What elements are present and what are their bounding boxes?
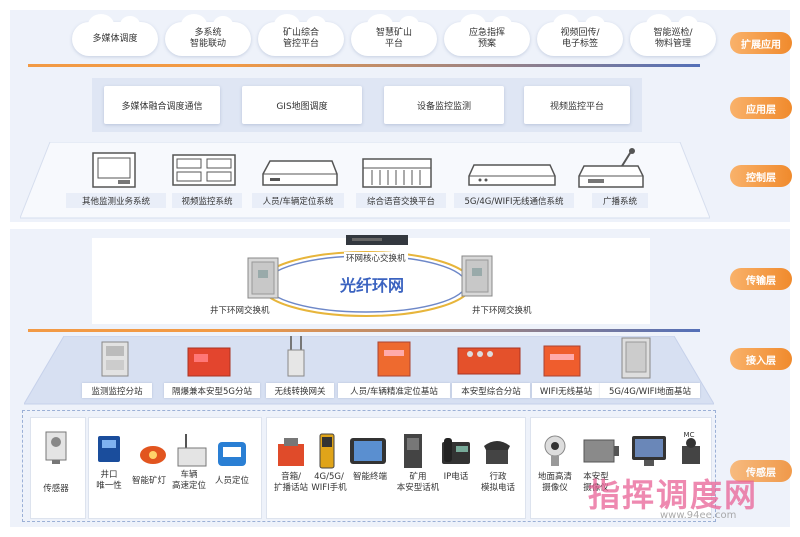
comm-label-2: 智能终端 [352,472,387,482]
personnel-locator-icon [218,442,246,466]
integrated-substation-icon [457,347,521,375]
wireless-gateway-icon [287,336,305,377]
broadcast-system-icon [578,148,644,188]
layer-label-control: 控制层 [730,165,792,187]
ext-item-4: 应急指挥 预案 [444,14,530,56]
ctrl-label-1: 视频监控系统 [172,193,242,208]
intrinsic-camera-icon [583,439,619,463]
hd-camera-icon [544,435,566,466]
camera-label-1: 本安型 摄像仪 [583,472,609,493]
ctrl-label-3: 综合语音交换平台 [356,193,446,208]
left-switch-icon [247,257,279,299]
positioning-base-icon [377,341,411,377]
ctrl-label-5: 广播系统 [592,193,648,208]
ext-item-0: 多媒体调度 [72,14,158,56]
comm-label-1: 4G/5G/ WIFI手机 [311,472,347,493]
voice-platform-icon [362,158,432,188]
sensing-frame [22,410,716,522]
comm-label-4: IP电话 [443,472,469,482]
ext-item-3: 智慧矿山 平台 [351,14,437,56]
camera-label-0: 地面高清 摄像仪 [537,472,572,493]
intrinsic-phone-icon [404,434,422,468]
acc-label-3: 人员/车辆精准定位基站 [338,383,450,398]
layer-label-transmission: 传输层 [730,268,792,290]
pos-label-2: 车辆 高速定位 [171,470,206,491]
camera-group [530,417,712,519]
core-switch-icon [346,235,408,245]
acc-label-1: 隔爆兼本安型5G分站 [164,383,260,398]
analog-phone-icon [484,441,510,464]
core-switch-label: 环网核心交换机 [344,252,408,264]
ext-item-1: 多系统 智能联动 [165,14,251,56]
wellhead-reader-icon [98,436,120,462]
acc-label-6: 5G/4G/WIFI地面基站 [600,383,700,398]
ext-item-2: 矿山综合 管控平台 [258,14,344,56]
conference-camera-icon [682,438,700,464]
sensor-group [30,417,86,519]
wifi-base-icon [543,345,581,377]
sensor-label: 传感器 [43,484,69,494]
layer-label-sensing: 传感层 [730,460,792,482]
acc-label-4: 本安型综合分站 [452,383,530,398]
acc-label-5: WIFI无线基站 [532,383,600,398]
app-item-1: GIS地图调度 [242,86,362,124]
right-switch-label: 井下环网交换机 [472,304,532,316]
camera-label-3: MC [683,431,695,439]
divider-middle [28,329,700,332]
acc-label-2: 无线转换网关 [266,383,334,398]
right-switch-icon [461,255,493,297]
comm-label-5: 行政 模拟电话 [480,472,515,493]
ring-title: 光纤环网 [340,276,405,295]
ctrl-label-4: 5G/4G/WIFI无线通信系统 [454,193,574,208]
comm-label-0: 音箱/ 扩播话站 [273,472,308,493]
positioning-system-icon [262,160,338,186]
sensor-icon [45,431,67,464]
ground-base-icon [621,337,651,379]
acc-label-0: 监测监控分站 [82,383,152,398]
ctrl-label-2: 人员/车辆定位系统 [252,193,344,208]
pos-label-0: 井口 唯一性 [96,470,122,491]
video-system-icon [172,154,236,186]
ext-item-5: 视频回传/ 电子标签 [537,14,623,56]
positioning-group [88,417,262,519]
ext-item-6: 智能巡检/ 物料管理 [630,14,716,56]
layer-label-application: 应用层 [730,97,792,119]
app-item-3: 视频监控平台 [524,86,630,124]
app-item-0: 多媒体融合调度通信 [104,86,220,124]
left-switch-label: 井下环网交换机 [210,304,270,316]
video-terminal-icon [632,436,666,466]
layer-label-extension: 扩展应用 [730,32,792,54]
vehicle-locator-icon [177,434,207,467]
communication-group [266,417,526,519]
5g-substation-icon [187,347,231,377]
app-item-2: 设备监控监测 [384,86,504,124]
ip-phone-icon [442,438,470,464]
mobile-phone-icon [319,433,335,469]
wireless-system-icon [468,164,556,186]
smart-lamp-icon [140,446,166,464]
monitor-system-icon [92,152,136,188]
ctrl-label-0: 其他监测业务系统 [66,193,166,208]
smart-terminal-icon [350,438,386,464]
monitor-substation-icon [101,341,129,377]
pos-label-1: 智能矿灯 [131,476,166,486]
watermark-text: 指挥调度网 [588,476,759,514]
divider-top [28,64,700,67]
comm-label-3: 矿用 本安型话机 [396,472,440,493]
layer-label-access: 接入层 [730,348,792,370]
watermark-url: www.94ee.com [660,510,737,521]
pos-label-3: 人员定位 [214,476,249,486]
speaker-station-icon [278,438,304,466]
